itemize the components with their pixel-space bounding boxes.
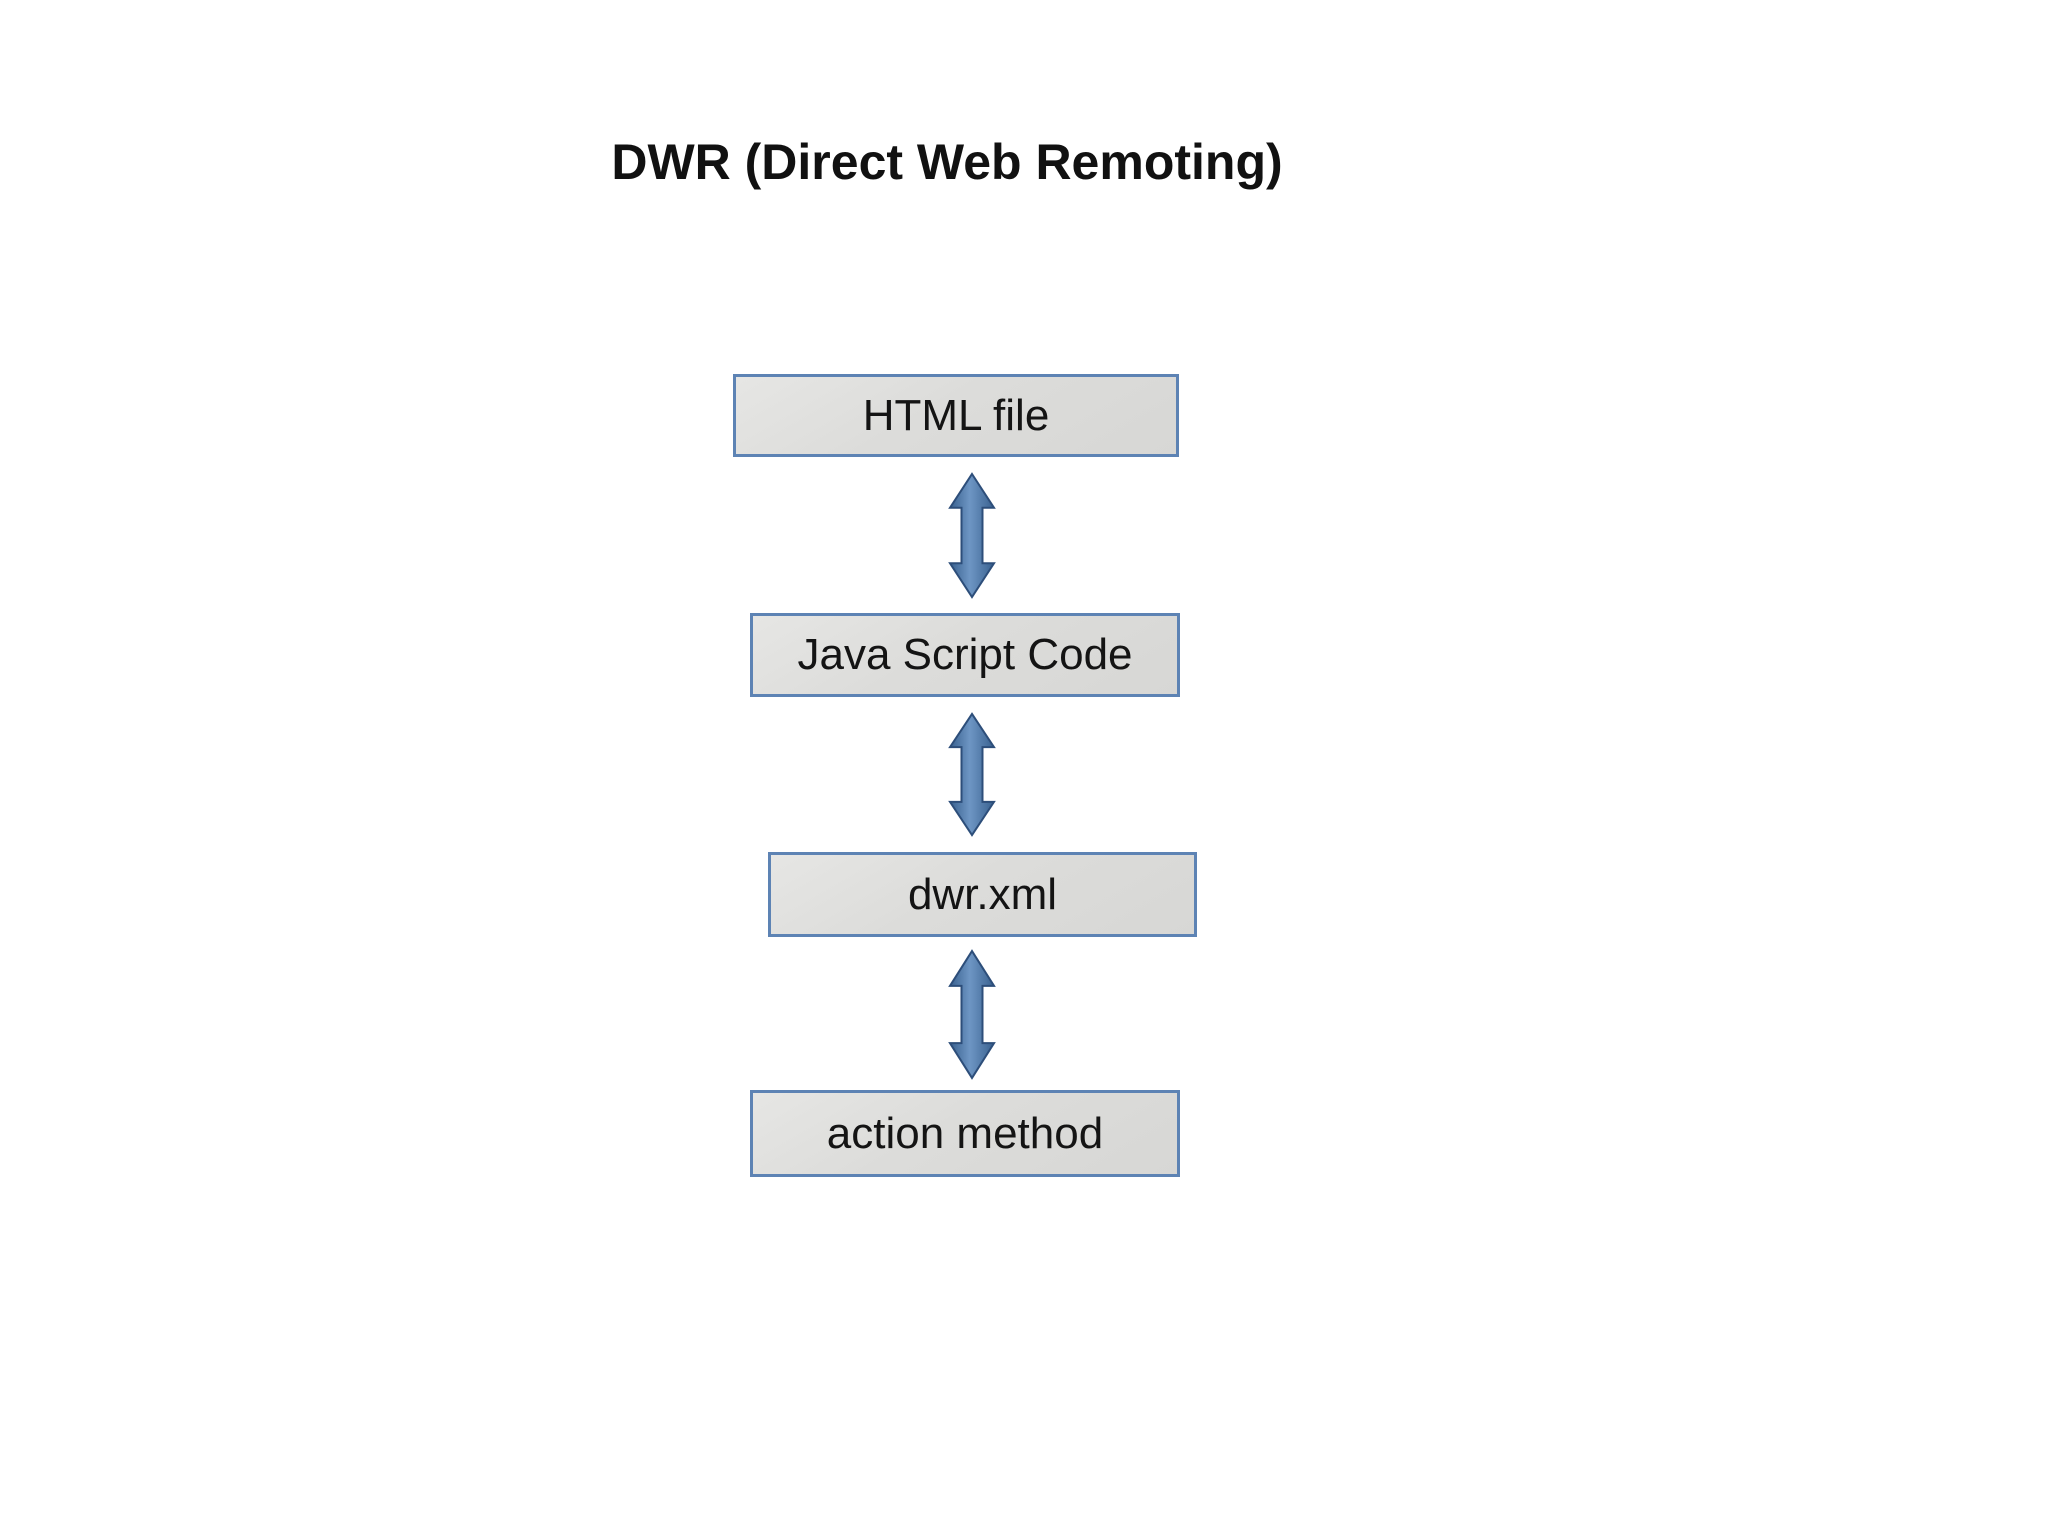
diagram-box-label: dwr.xml [907, 869, 1058, 919]
double-arrow-icon [947, 471, 997, 600]
diagram-box-label: action method [826, 1108, 1104, 1158]
diagram-box-dwr-xml: dwr.xml [768, 852, 1197, 937]
diagram-box-label: Java Script Code [797, 630, 1133, 679]
page-title: DWR (Direct Web Remoting) [611, 134, 1283, 190]
double-arrow-icon [947, 711, 997, 838]
double-arrow-icon [947, 948, 997, 1081]
diagram-box-action-method: action method [750, 1090, 1180, 1177]
diagram-box-html-file: HTML file [733, 374, 1179, 457]
diagram-box-javascript-code: Java Script Code [750, 613, 1180, 697]
diagram-box-label: HTML file [862, 390, 1050, 440]
